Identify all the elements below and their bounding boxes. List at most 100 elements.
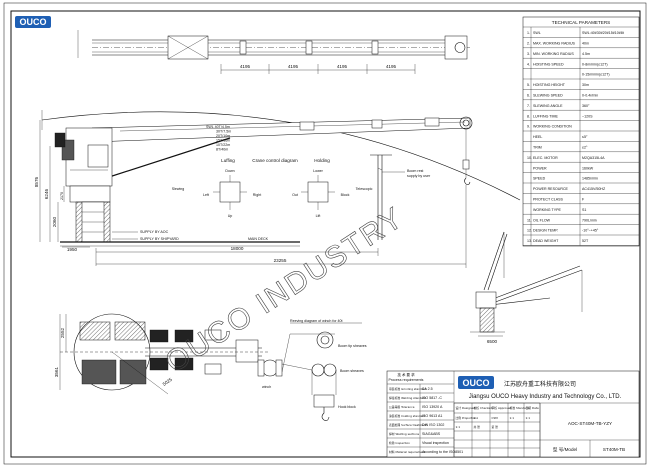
dim-3561: 3561 bbox=[54, 366, 59, 377]
tech-row-no: 12. bbox=[527, 229, 532, 233]
tech-row-name: PROTECT CLASS bbox=[533, 197, 563, 201]
tech-row-no: 13. bbox=[527, 239, 532, 243]
load-line-2: 30T/7.5m bbox=[216, 130, 231, 134]
process-row-value: SIAG&ABS bbox=[422, 432, 441, 436]
tech-row-value: F bbox=[582, 197, 585, 201]
dim-18000: 18000 bbox=[231, 246, 244, 251]
title-block: 技 术 要 求 Process requirements OUCO 江苏欧舟重工… bbox=[386, 370, 640, 458]
label-lower: Lower bbox=[313, 169, 324, 173]
grid-cell: 1:1 bbox=[526, 416, 531, 420]
tech-row-name: SLEWING SPEED bbox=[533, 93, 563, 97]
grid-cell: 1:1 bbox=[456, 425, 461, 429]
label-hook-block: Hook block bbox=[338, 405, 356, 409]
process-row-label: 公差等级 Tolerance bbox=[389, 405, 415, 409]
label-supply-shipyard: SUPPLY BY SHIPYARD bbox=[140, 237, 179, 241]
company-en: Jiangsu OUCO Heavy Industry and Technolo… bbox=[469, 394, 622, 400]
tech-row-no: 7. bbox=[527, 104, 530, 108]
tech-row-value: ~120S bbox=[582, 114, 593, 118]
tech-row-value: M2QA315L4A bbox=[582, 156, 605, 160]
label-boom-tip: Boom tip sheaves bbox=[338, 344, 367, 348]
load-line-1: SWL 40T/4.5m bbox=[206, 125, 230, 129]
tech-row-name: TRIM bbox=[533, 145, 542, 149]
tech-row-name: HOISTING HEIGHT bbox=[533, 83, 566, 87]
label-left: Left bbox=[203, 193, 209, 197]
label-slewing: Slewing bbox=[172, 187, 185, 191]
dim-seg4: 4195 bbox=[386, 64, 397, 69]
label-load-chart: SWL 40T/4.5m 30T/7.5m 20T/10m 15T/16m 10… bbox=[206, 125, 232, 152]
grid-cell: 1:1 bbox=[510, 416, 515, 420]
label-telescopic: Telescopic bbox=[356, 187, 373, 191]
label-hoisting: Holding bbox=[314, 158, 330, 163]
tech-row-value: SWL:40t/30t/20t/15t/10t/8t bbox=[582, 31, 624, 35]
process-row-value: DIN ISO 1302 bbox=[422, 423, 444, 427]
label-out: Out bbox=[292, 193, 298, 197]
inner-border bbox=[10, 10, 641, 458]
process-row-value: ISO 5817 -C bbox=[422, 396, 442, 400]
company-cn: 江苏欧舟重工科技有限公司 bbox=[504, 380, 576, 388]
label-main-deck: MAIN DECK bbox=[248, 237, 269, 241]
tech-row-value: 0-0.4r/min bbox=[582, 93, 598, 97]
process-row-value: Visual inspection bbox=[422, 441, 449, 445]
grid-cell: 日期 Date bbox=[526, 406, 539, 410]
crane-plan-view: 2552 3561 5025 bbox=[54, 313, 270, 395]
process-cn: 技 术 要 求 bbox=[397, 372, 415, 377]
tech-row-name: POWER RESOURCE bbox=[533, 187, 569, 191]
drawing-number: AOC-ST40M-TB-YZY bbox=[568, 421, 612, 426]
label-supply-aoc: SUPPLY BY AOC bbox=[140, 230, 169, 234]
tech-row-name: DEAD WEIGHT bbox=[533, 239, 559, 243]
label-block: Block bbox=[341, 193, 350, 197]
dim-5025: 5025 bbox=[162, 377, 174, 387]
grid-cell: 标准 Standard bbox=[510, 406, 529, 410]
grid-cell: 第 张 bbox=[492, 425, 499, 429]
label-boom-sheaves: Boom sheaves bbox=[340, 369, 364, 373]
tech-row-name: LUFFING TIME bbox=[533, 114, 558, 118]
model-label: 型 号/Model bbox=[553, 446, 577, 453]
tech-title: TECHNICAL PARAMETERS bbox=[552, 20, 610, 25]
watermark: OUCO INDUSTRY bbox=[160, 201, 410, 380]
tech-row-value: 40m bbox=[582, 41, 589, 45]
tech-row-name: WORKING CONDITION bbox=[533, 125, 572, 129]
process-row-label: 焊接标准 Welding standard bbox=[389, 396, 426, 400]
process-row-label: 焊材 Welding sections bbox=[389, 432, 420, 436]
model-value: ST40M-TB bbox=[603, 447, 625, 452]
grid-cell: 比例 Proportion bbox=[456, 416, 477, 420]
tech-row-name: ELEC. MOTOR bbox=[533, 156, 558, 160]
tech-row-no: 9. bbox=[527, 125, 530, 129]
tech-row-name: MAX. WORKING RADIUS bbox=[533, 41, 576, 45]
process-row-label: 表面处理 Surface treatment bbox=[389, 423, 428, 427]
tech-row-name: HEEL bbox=[533, 135, 542, 139]
label-down: Down bbox=[225, 169, 234, 173]
tech-row-value: 52T bbox=[582, 239, 589, 243]
tech-row-name: SLEWING ANGLE bbox=[533, 104, 563, 108]
dim-2552: 2552 bbox=[60, 327, 65, 338]
process-row-value: SA 2.5 bbox=[422, 387, 433, 391]
tech-row-value: 360° bbox=[582, 104, 590, 108]
label-reeving: Reeving diagram of winch for 40t bbox=[290, 319, 343, 323]
tech-row-value: -10°~+45° bbox=[582, 229, 599, 233]
process-row-label: 涂装标准 Coating standard bbox=[389, 414, 425, 418]
dim-8576: 8576 bbox=[34, 176, 39, 187]
tech-row-name: SPEED bbox=[533, 177, 546, 181]
process-row-value: According to the ISO8501 bbox=[422, 450, 463, 454]
dim-1950: 1950 bbox=[67, 247, 78, 252]
load-line-3: 20T/10m bbox=[216, 134, 230, 138]
grid-cell: 1:1 bbox=[474, 416, 479, 420]
tech-row-name: SWL bbox=[533, 31, 541, 35]
tech-row-value: AC415V/50HZ bbox=[582, 187, 606, 191]
process-en: Process requirements bbox=[389, 378, 424, 382]
tech-row-no: 3. bbox=[527, 52, 530, 56]
tech-row-no: 8. bbox=[527, 114, 530, 118]
reeving-diagram: Reeving diagram of winch for 40t Boom ti… bbox=[257, 319, 367, 421]
tech-row-name: HOISTING SPEED bbox=[533, 62, 564, 66]
tech-row-no: 10. bbox=[527, 156, 532, 160]
process-row-value: ISO 9613 A1 bbox=[422, 414, 442, 418]
crane-side-view: 8576 6246 2060 2170 1950 18000 23255 SUP… bbox=[34, 110, 521, 268]
tech-row-no: 11. bbox=[527, 218, 532, 222]
label-crane-diagram: Crane control diagram bbox=[252, 158, 298, 163]
process-row-label: 检验 Inspection bbox=[389, 441, 410, 445]
grid-cell: 设计 Designed bbox=[456, 406, 476, 410]
process-row-label: 材料 Material requirement bbox=[389, 450, 426, 454]
tech-row-value: 0-15m/min(≤12T) bbox=[582, 73, 610, 77]
dim-6246: 6246 bbox=[44, 188, 49, 199]
